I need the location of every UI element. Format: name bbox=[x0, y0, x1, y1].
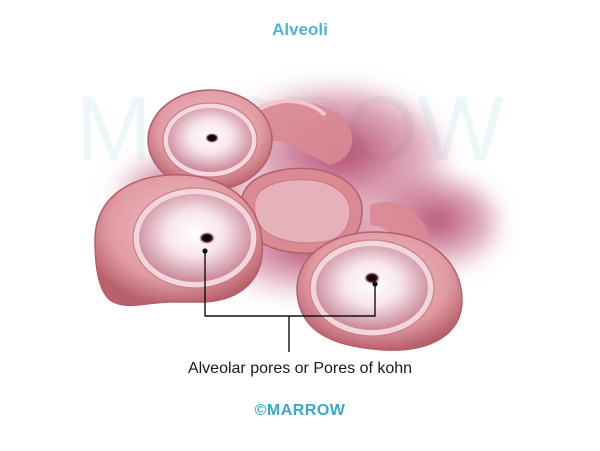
alveolus-center bbox=[240, 167, 363, 254]
pore-left bbox=[199, 232, 215, 244]
pore-right bbox=[364, 272, 380, 284]
alveolus-left bbox=[94, 174, 264, 307]
alveolus-right bbox=[296, 231, 463, 351]
diagram-title: Alveoli bbox=[272, 20, 328, 39]
brand-footer: ©MARROW bbox=[254, 402, 346, 419]
pores-label: Alveolar pores or Pores of kohn bbox=[187, 360, 413, 377]
leader-lines bbox=[202, 248, 378, 352]
pore-top bbox=[205, 133, 219, 143]
alveolus-top bbox=[147, 89, 273, 191]
